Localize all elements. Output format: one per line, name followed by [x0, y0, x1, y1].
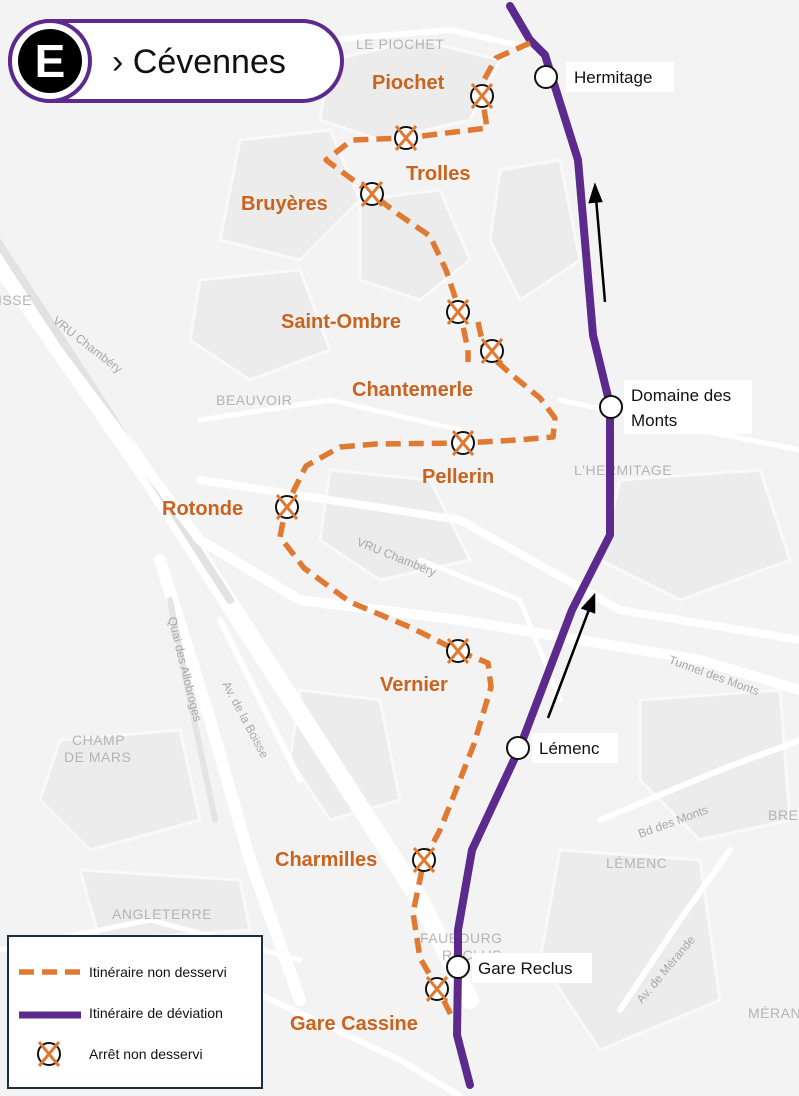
stop-label-chantemerle: Chantemerle [352, 379, 473, 401]
legend-label-cancelled-stop: Arrêt non desservi [89, 1046, 203, 1062]
cancelled-stop-marker-trolles [394, 125, 418, 151]
cancelled-stop-markers [275, 83, 504, 1002]
stop-label-gare-reclus: Gare Reclus [478, 959, 572, 978]
stop-marker-hermitage [534, 65, 558, 89]
stop-label-saint-ombre: Saint-Ombre [281, 311, 401, 333]
legend-label-deviation-route: Itinéraire de déviation [89, 1005, 223, 1021]
deviation-stop-labels: Hermitage Domaine des Monts Lémenc Gare … [472, 62, 752, 983]
crossed-stop-icon [37, 1041, 61, 1067]
area-label-lemenc: LÉMENC [606, 855, 667, 871]
cancelled-stop-marker-bruyeres [360, 181, 384, 207]
stop-label-domaine-line2: Monts [631, 411, 677, 430]
deviation-stop-markers [446, 65, 623, 979]
line-badge-circle: E [8, 19, 92, 103]
arrow-head-lower [580, 592, 596, 614]
solid-purple-line-icon [19, 1011, 81, 1019]
stop-label-lemenc: Lémenc [539, 739, 600, 758]
stop-label-hermitage: Hermitage [574, 68, 652, 87]
cancelled-stop-marker-saint-ombre [446, 299, 470, 325]
stop-label-trolles: Trolles [406, 163, 470, 185]
direction-arrow-upper [594, 197, 607, 303]
stop-marker-domaine-des-monts [599, 395, 623, 419]
cancelled-stop-marker-chantemerle [480, 338, 504, 364]
legend-label-cancelled-route: Itinéraire non desservi [89, 964, 227, 980]
area-label-champ-2: DE MARS [64, 749, 131, 765]
direction-arrows [546, 182, 607, 719]
line-destination: › Cévennes [112, 43, 286, 81]
stop-label-domaine-line1: Domaine des [631, 386, 731, 405]
legend-item-deviation-route: Itinéraire de déviation [9, 998, 259, 1028]
stop-label-vernier: Vernier [380, 674, 448, 696]
area-label-champ-1: CHAMP [72, 732, 125, 748]
stop-label-charmilles: Charmilles [275, 849, 377, 871]
area-label-angleterre: ANGLETERRE [112, 906, 212, 922]
label-box-domaine [624, 380, 752, 434]
stop-label-rotonde: Rotonde [162, 498, 243, 520]
area-label-bre: BRE [768, 807, 798, 823]
stop-label-piochet: Piochet [372, 72, 445, 94]
area-label-hermitage: L'HERMITAGE [574, 462, 672, 478]
cancelled-stop-marker-piochet [470, 83, 494, 109]
map-roads [0, 26, 799, 1096]
legend-item-cancelled-stop: Arrêt non desservi [9, 1039, 259, 1069]
stop-label-bruyeres: Bruyères [241, 193, 328, 215]
line-letter: E [18, 29, 82, 93]
stop-marker-lemenc [506, 736, 530, 760]
dashed-orange-line-icon [19, 969, 81, 975]
legend-item-cancelled-route: Itinéraire non desservi [9, 957, 259, 987]
cancelled-stop-marker-vernier [446, 638, 470, 664]
label-box-hermitage [566, 62, 674, 92]
area-label-le-piochet: LE PIOCHET [356, 36, 444, 52]
map-legend: Itinéraire non desservi Itinéraire de dé… [7, 935, 263, 1089]
area-label-merande: MÉRAN [748, 1005, 799, 1021]
arrow-head-upper [588, 182, 603, 204]
direction-arrow-lower [546, 606, 592, 719]
map-blocks [38, 38, 792, 1052]
label-box-gare-reclus [472, 953, 592, 983]
cancelled-stop-marker-rotonde [275, 494, 299, 520]
cancelled-stop-marker-gare-cassine [425, 976, 449, 1002]
area-label-beauvoir: BEAUVOIR [216, 392, 292, 408]
cancelled-stop-marker-pellerin [451, 430, 475, 456]
stop-label-gare-cassine: Gare Cassine [290, 1013, 418, 1035]
area-label-bois: ISSE [0, 292, 32, 308]
stop-marker-gare-reclus [446, 955, 470, 979]
line-badge: E › Cévennes [8, 19, 344, 103]
cancelled-stop-labels: Piochet Trolles Bruyères Saint-Ombre Cha… [162, 72, 494, 1035]
cancelled-stop-marker-charmilles [412, 847, 436, 873]
stop-label-pellerin: Pellerin [422, 466, 494, 488]
label-box-lemenc [532, 733, 618, 763]
